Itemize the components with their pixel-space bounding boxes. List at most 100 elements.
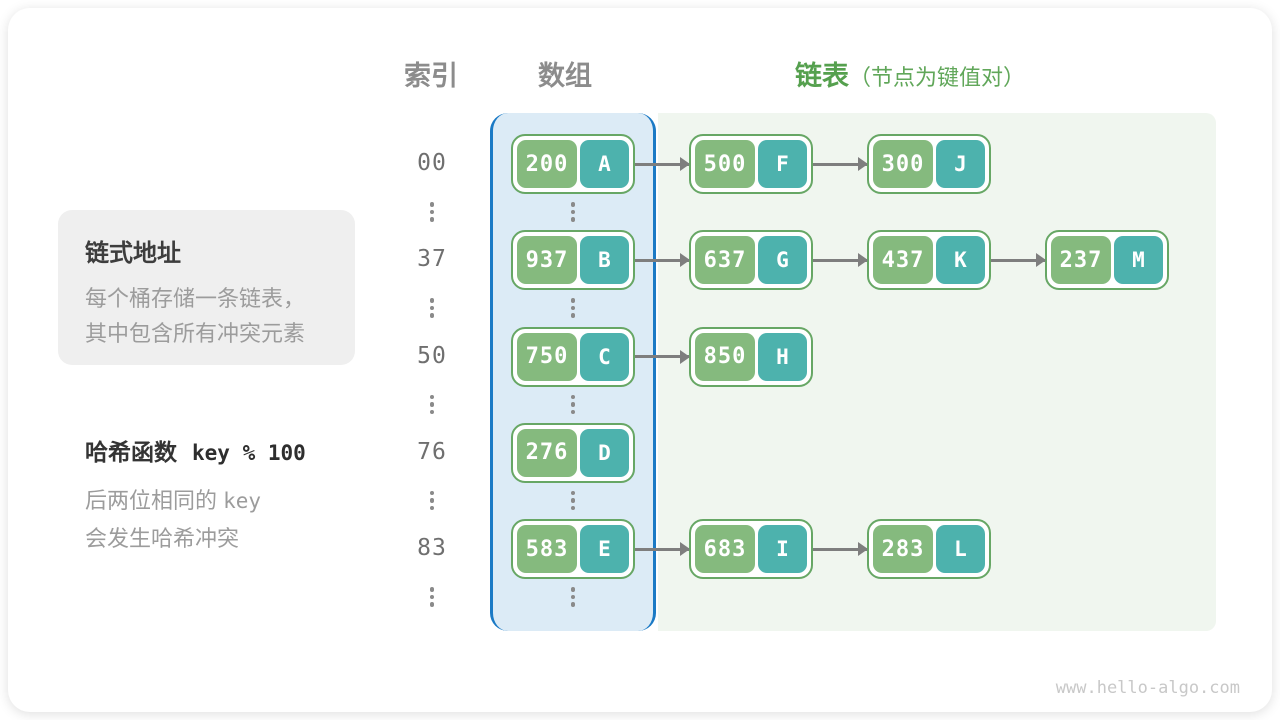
dot-icon bbox=[429, 505, 435, 511]
hash-conflict-desc-prefix: 后两位相同的 bbox=[85, 488, 218, 513]
dot-icon bbox=[570, 305, 576, 311]
bucket-index-label: 76 bbox=[417, 438, 447, 465]
array-column-header: 数组 bbox=[538, 61, 592, 91]
node-value: M bbox=[1114, 236, 1163, 285]
dot-icon bbox=[429, 217, 435, 222]
dot-icon bbox=[570, 394, 576, 399]
dot-icon bbox=[429, 602, 435, 607]
ellipsis-dots-icon bbox=[567, 298, 579, 318]
dot-icon bbox=[429, 305, 435, 311]
node-key: 200 bbox=[517, 140, 577, 188]
ellipsis-dots-icon bbox=[426, 490, 438, 511]
hash-conflict-desc-line-2: 会发生哈希冲突 bbox=[85, 526, 240, 551]
dot-icon bbox=[429, 498, 435, 503]
bucket-index-label: 00 bbox=[417, 150, 447, 176]
node-value: L bbox=[936, 525, 985, 573]
dot-icon bbox=[570, 409, 576, 414]
ellipsis-dots-icon bbox=[426, 298, 438, 318]
ellipsis-dots-icon bbox=[426, 202, 438, 222]
arrow-right-icon bbox=[635, 253, 690, 268]
node-key: 750 bbox=[517, 332, 577, 381]
arrow-right-icon bbox=[991, 253, 1046, 268]
hash-function-note: 哈希函数 key % 100 后两位相同的 key 会发生哈希冲突 bbox=[85, 433, 306, 558]
dot-icon bbox=[570, 209, 576, 214]
hash-function-label: 哈希函数 bbox=[85, 439, 177, 465]
dot-icon bbox=[570, 217, 576, 222]
arrow-right-icon bbox=[635, 157, 690, 171]
node-value: A bbox=[580, 140, 629, 188]
node-key: 637 bbox=[695, 236, 755, 285]
dot-icon bbox=[570, 498, 576, 503]
node-key: 300 bbox=[873, 140, 933, 188]
hash-function-formula: key % 100 bbox=[192, 441, 306, 465]
ellipsis-dots-icon bbox=[567, 394, 579, 414]
chaining-note-body: 每个桶存储一条链表， 其中包含所有冲突元素 bbox=[85, 281, 355, 351]
bucket-index-label: 83 bbox=[417, 535, 447, 561]
chaining-note-title: 链式地址 bbox=[85, 240, 181, 267]
node-value: C bbox=[580, 332, 629, 381]
node-value: K bbox=[936, 236, 985, 285]
arrow-right-icon bbox=[813, 253, 868, 268]
node-key: 850 bbox=[695, 332, 755, 381]
dot-icon bbox=[570, 490, 576, 496]
linked-list-header-title: 链表 bbox=[795, 61, 849, 91]
ellipsis-dots-icon bbox=[426, 587, 438, 607]
dot-icon bbox=[429, 394, 435, 399]
dot-icon bbox=[570, 313, 576, 318]
node-key: 237 bbox=[1051, 236, 1111, 285]
dot-icon bbox=[570, 202, 576, 207]
node-value: G bbox=[758, 236, 807, 285]
node-value: I bbox=[758, 525, 807, 573]
linked-list-column-header: 链表 （节点为键值对） bbox=[795, 54, 1025, 93]
node-key: 937 bbox=[517, 236, 577, 285]
linked-list-header-note: （节点为键值对） bbox=[849, 65, 1026, 90]
chaining-note-line-2: 其中包含所有冲突元素 bbox=[85, 321, 306, 346]
hash-conflict-desc-key: key bbox=[223, 489, 262, 513]
dot-icon bbox=[429, 313, 435, 318]
node-key: 500 bbox=[695, 140, 755, 188]
node-key: 283 bbox=[873, 525, 933, 573]
dot-icon bbox=[429, 587, 435, 592]
dot-icon bbox=[429, 402, 435, 407]
arrow-right-icon bbox=[813, 157, 868, 171]
node-key: 683 bbox=[695, 525, 755, 573]
ellipsis-dots-icon bbox=[426, 394, 438, 414]
dot-icon bbox=[429, 594, 435, 599]
hash-conflict-desc: 后两位相同的 key 会发生哈希冲突 bbox=[85, 482, 306, 558]
dot-icon bbox=[429, 298, 435, 303]
dot-icon bbox=[570, 505, 576, 511]
chaining-note-line-1: 每个桶存储一条链表， bbox=[85, 286, 306, 311]
dot-icon bbox=[570, 298, 576, 303]
node-key: 276 bbox=[517, 428, 577, 477]
hash-function-title-line: 哈希函数 key % 100 bbox=[85, 433, 306, 467]
node-value: D bbox=[580, 428, 629, 477]
node-value: B bbox=[580, 236, 629, 285]
bucket-index-label: 37 bbox=[417, 246, 447, 273]
dot-icon bbox=[570, 587, 576, 592]
dot-icon bbox=[570, 602, 576, 607]
arrow-right-icon bbox=[813, 542, 868, 556]
index-column-header: 索引 bbox=[404, 61, 458, 91]
watermark: www.hello-algo.com bbox=[1055, 678, 1240, 698]
arrow-right-icon bbox=[635, 349, 690, 364]
arrow-right-icon bbox=[635, 542, 690, 556]
ellipsis-dots-icon bbox=[567, 202, 579, 222]
dot-icon bbox=[570, 594, 576, 599]
